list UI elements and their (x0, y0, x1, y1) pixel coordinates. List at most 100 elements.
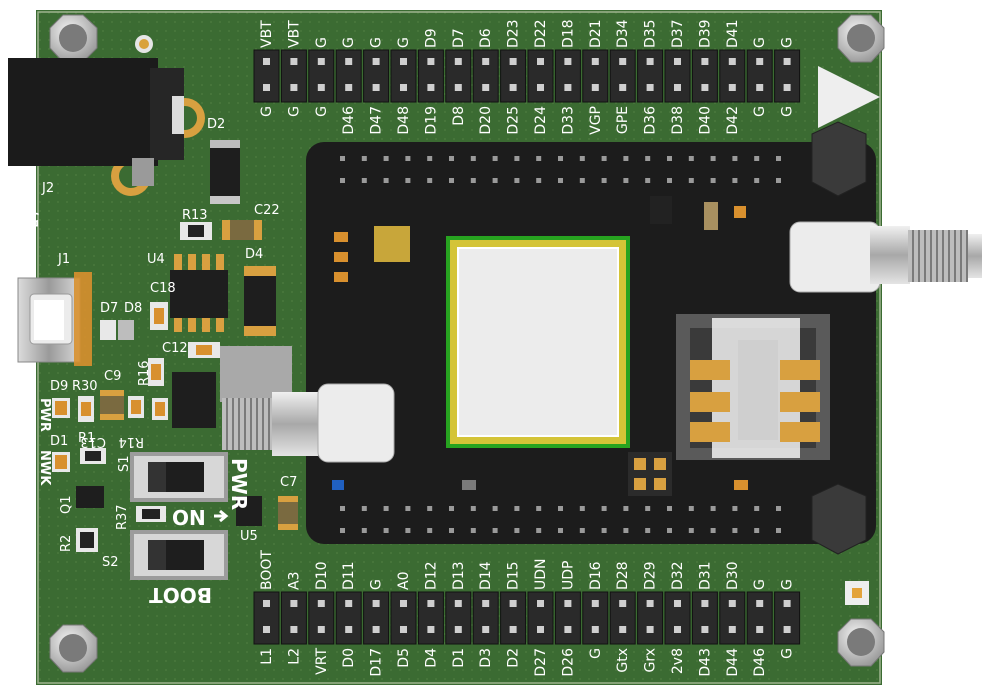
pin-label: BOOT (259, 550, 275, 590)
pin-label: D24 (533, 106, 549, 135)
ic-u4 (170, 254, 228, 332)
pin-label: G (259, 106, 275, 117)
pin-label: VBT (286, 20, 302, 48)
pin-label: D5 (396, 648, 412, 668)
pin-label: D12 (423, 561, 439, 590)
top-header-pin-pair (746, 49, 773, 103)
pin-label: D18 (560, 19, 576, 48)
pin-label: D21 (588, 19, 604, 48)
diode-d4 (244, 266, 276, 336)
pin-label: D15 (506, 561, 522, 590)
micro-usb-connector (17, 272, 92, 366)
pin-label: G (752, 579, 768, 590)
bottom-header-pin-pair (280, 591, 307, 645)
top-header-pin-pair (335, 49, 362, 103)
pin-label: D41 (725, 19, 741, 48)
pin-label: D46 (752, 648, 768, 677)
boot-slide-switch[interactable] (130, 530, 228, 580)
pin-label: G (396, 37, 412, 48)
pin-label: GPE (615, 106, 631, 134)
pin-label: G (314, 106, 330, 117)
pin-label: G (588, 648, 604, 659)
pin-label: D4 (423, 648, 439, 668)
pin-label: D31 (697, 561, 713, 590)
top-header-pin-pair (390, 49, 417, 103)
top-header-pin-pair (774, 49, 801, 103)
pin-label: D11 (341, 561, 357, 590)
top-header-pin-pair (500, 49, 527, 103)
pin-label: D17 (369, 648, 385, 677)
top-header-pin-pair (308, 49, 335, 103)
mounting-hole-tr (837, 14, 885, 63)
mounting-hole-tl (49, 14, 98, 63)
pin-label: G (369, 37, 385, 48)
bottom-pin-header (253, 591, 801, 645)
pin-label: D13 (451, 561, 467, 590)
label-s2: S2 (102, 555, 119, 570)
pin-label: D28 (615, 561, 631, 590)
pin-label: D1 (451, 648, 467, 668)
pin-label: D20 (478, 106, 494, 135)
pin-label: G (780, 648, 796, 659)
top-header-pin-pair (445, 49, 472, 103)
bottom-header-pin-pair (746, 591, 773, 645)
pin-label: D22 (533, 19, 549, 48)
bottom-header-pin-pair (774, 591, 801, 645)
pin-label: UDN (533, 559, 549, 591)
label-u5: U5 (240, 529, 258, 544)
pin-label: D34 (615, 19, 631, 48)
top-header-pin-pair (253, 49, 280, 103)
pin-label: D46 (341, 106, 357, 135)
pin-label: D38 (670, 106, 686, 135)
label-r37: R37 (115, 504, 130, 530)
mounting-hole-br (837, 618, 885, 667)
bottom-header-pin-pair (691, 591, 718, 645)
pin-label: D23 (506, 19, 522, 48)
label-c13: C13 (80, 434, 106, 449)
pin-label: D26 (560, 648, 576, 677)
label-d4: D4 (245, 247, 263, 262)
diode-d2 (210, 140, 240, 202)
pin-label: D25 (506, 106, 522, 135)
pin-label: VBT (259, 20, 275, 48)
label-boot: BOOT (149, 583, 212, 607)
bottom-header-pin-pair (390, 591, 417, 645)
label-nwk: NWK (37, 450, 52, 486)
pin-label: D47 (369, 106, 385, 135)
top-header-pin-pair (719, 49, 746, 103)
bottom-header-pin-pair (500, 591, 527, 645)
pin-label: D42 (725, 106, 741, 135)
pin-label: D27 (533, 648, 549, 677)
pin-label: D30 (725, 561, 741, 590)
label-power-input: 5V - 30 VDC (0, 208, 40, 230)
capacitor-c22 (222, 220, 262, 240)
pin-label: D43 (697, 648, 713, 677)
top-header-pin-pair (280, 49, 307, 103)
bottom-header-pin-pair (335, 591, 362, 645)
pin-label: Gtx (615, 648, 631, 673)
pin-label: G (780, 37, 796, 48)
pin-label: G (369, 579, 385, 590)
pin-label: D10 (314, 561, 330, 590)
pin-label: G (752, 37, 768, 48)
label-pwr: PWR (37, 398, 52, 432)
bottom-header-pin-pair (417, 591, 444, 645)
pwr-slide-switch[interactable] (130, 452, 228, 502)
top-header-pin-pair (417, 49, 444, 103)
label-c22: C22 (254, 203, 280, 218)
pin-label: G (341, 37, 357, 48)
bottom-header-pin-pair (664, 591, 691, 645)
pin-label: D2 (506, 648, 522, 668)
pin-label: VGP (588, 106, 604, 135)
top-header-pin-pair (472, 49, 499, 103)
pin-label: D29 (643, 561, 659, 590)
label-d9: D9 (50, 379, 68, 394)
label-r1: R1 (78, 431, 95, 446)
label-d7: D7 (100, 301, 118, 316)
label-r14: R14 (118, 434, 144, 449)
top-header-pin-pair (609, 49, 636, 103)
bottom-header-pin-pair (554, 591, 581, 645)
label-d1: D1 (50, 434, 68, 449)
